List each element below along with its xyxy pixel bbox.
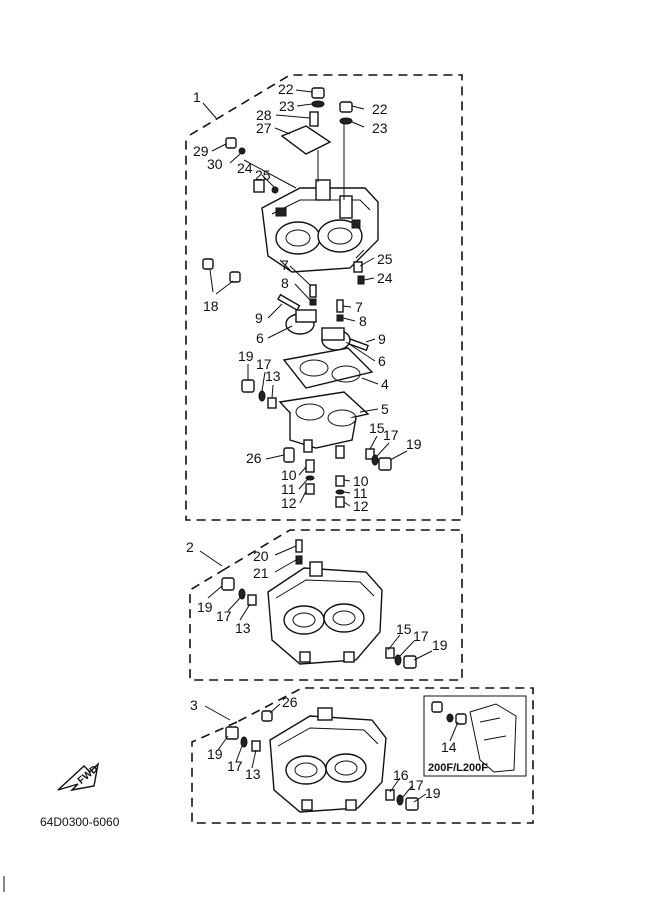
callout-8: 8 bbox=[281, 275, 289, 291]
callout-21: 21 bbox=[253, 565, 269, 581]
callout-23: 23 bbox=[372, 120, 388, 136]
callout-25: 25 bbox=[255, 167, 271, 183]
drain-screws-19-17-13 bbox=[241, 379, 392, 471]
callout-9: 9 bbox=[255, 310, 263, 326]
callout-17: 17 bbox=[227, 758, 243, 774]
callout-11: 11 bbox=[281, 481, 296, 497]
callout-24: 24 bbox=[237, 160, 253, 176]
callout-17: 17 bbox=[413, 628, 429, 644]
callout-29: 29 bbox=[193, 143, 209, 159]
screws-18 bbox=[202, 258, 241, 295]
callout-17: 17 bbox=[408, 777, 424, 793]
callout-12: 12 bbox=[353, 498, 369, 514]
group-3-assembly: 3 bbox=[190, 687, 534, 824]
callout-23: 23 bbox=[279, 98, 295, 114]
callout-11: 11 bbox=[353, 485, 368, 501]
callout-12: 12 bbox=[281, 495, 297, 511]
callout-7: 7 bbox=[281, 257, 289, 273]
callout-5: 5 bbox=[381, 401, 389, 417]
callout-8: 8 bbox=[359, 313, 367, 329]
callout-25: 25 bbox=[377, 251, 393, 267]
callout-24: 24 bbox=[377, 270, 393, 286]
cap-screw-22-b bbox=[339, 101, 353, 125]
callout-13: 13 bbox=[235, 620, 251, 636]
drain-screws-2-left bbox=[221, 577, 257, 606]
pins-9 bbox=[277, 293, 369, 352]
callout-19: 19 bbox=[432, 637, 448, 653]
callout-15: 15 bbox=[369, 420, 385, 436]
group-label-1: 1 bbox=[193, 89, 201, 105]
callout-13: 13 bbox=[265, 368, 281, 384]
callout-14: 14 bbox=[441, 739, 457, 755]
screw-26-g3 bbox=[261, 710, 273, 722]
leader-lines-3 bbox=[217, 703, 427, 803]
carburetor-body-3 bbox=[269, 707, 387, 813]
gasket-4 bbox=[282, 347, 374, 389]
drain-screws-3-right bbox=[385, 789, 419, 811]
screw-26 bbox=[283, 447, 295, 463]
callout-10: 10 bbox=[281, 467, 297, 483]
carburetor-body-2 bbox=[267, 561, 383, 665]
diagram-code: 64D0300-6060 bbox=[40, 815, 120, 829]
callout-17: 17 bbox=[383, 427, 399, 443]
callout-27: 27 bbox=[256, 120, 272, 136]
callout-28: 28 bbox=[256, 107, 272, 123]
leader-lines-1 bbox=[211, 89, 408, 507]
callout-10: 10 bbox=[353, 473, 369, 489]
callout-22: 22 bbox=[278, 81, 294, 97]
leader-lines-2 bbox=[207, 545, 433, 661]
callout-17: 17 bbox=[256, 356, 272, 372]
callout-30: 30 bbox=[207, 156, 223, 172]
group-label-3: 3 bbox=[190, 697, 198, 713]
callout-22: 22 bbox=[372, 101, 388, 117]
floats-6 bbox=[285, 309, 351, 351]
group-label-2: 2 bbox=[186, 539, 194, 555]
callout-15: 15 bbox=[396, 621, 412, 637]
group-2-assembly: 2 bbox=[186, 529, 463, 681]
callout-16: 16 bbox=[393, 767, 409, 783]
callout-17: 17 bbox=[216, 608, 232, 624]
callout-18: 18 bbox=[203, 298, 219, 314]
screw-20 bbox=[295, 539, 303, 553]
callout-4: 4 bbox=[381, 376, 389, 392]
spring-21 bbox=[295, 555, 303, 565]
plate-27 bbox=[280, 111, 332, 155]
screw-29 bbox=[225, 137, 246, 155]
inset-label: 200F/L200F bbox=[428, 762, 488, 774]
callout-7: 7 bbox=[355, 299, 363, 315]
group-1-assembly: 1 bbox=[185, 74, 463, 521]
callout-19: 19 bbox=[238, 348, 254, 364]
cap-screw-22-a bbox=[311, 87, 325, 108]
inset-200f-l200f: 14 200F/L200F bbox=[423, 695, 527, 777]
callout-19: 19 bbox=[425, 785, 441, 801]
jets-10-11-12 bbox=[305, 459, 345, 508]
callout-6: 6 bbox=[256, 330, 264, 346]
callout-26: 26 bbox=[246, 450, 262, 466]
screws-25 bbox=[253, 179, 365, 285]
callout-19: 19 bbox=[207, 746, 223, 762]
float-chamber-5 bbox=[278, 391, 370, 459]
drain-screws-3-left bbox=[225, 726, 261, 752]
fwd-arrow-icon: FWD bbox=[57, 761, 100, 792]
callout-9: 9 bbox=[378, 331, 386, 347]
callout-13: 13 bbox=[245, 766, 261, 782]
callout-20: 20 bbox=[253, 548, 269, 564]
callout-19: 19 bbox=[406, 436, 422, 452]
carburetor-body-1 bbox=[261, 118, 379, 273]
drain-screws-2-right bbox=[385, 647, 417, 669]
callout-6: 6 bbox=[378, 353, 386, 369]
callout-26: 26 bbox=[282, 694, 298, 710]
callout-19: 19 bbox=[197, 599, 213, 615]
